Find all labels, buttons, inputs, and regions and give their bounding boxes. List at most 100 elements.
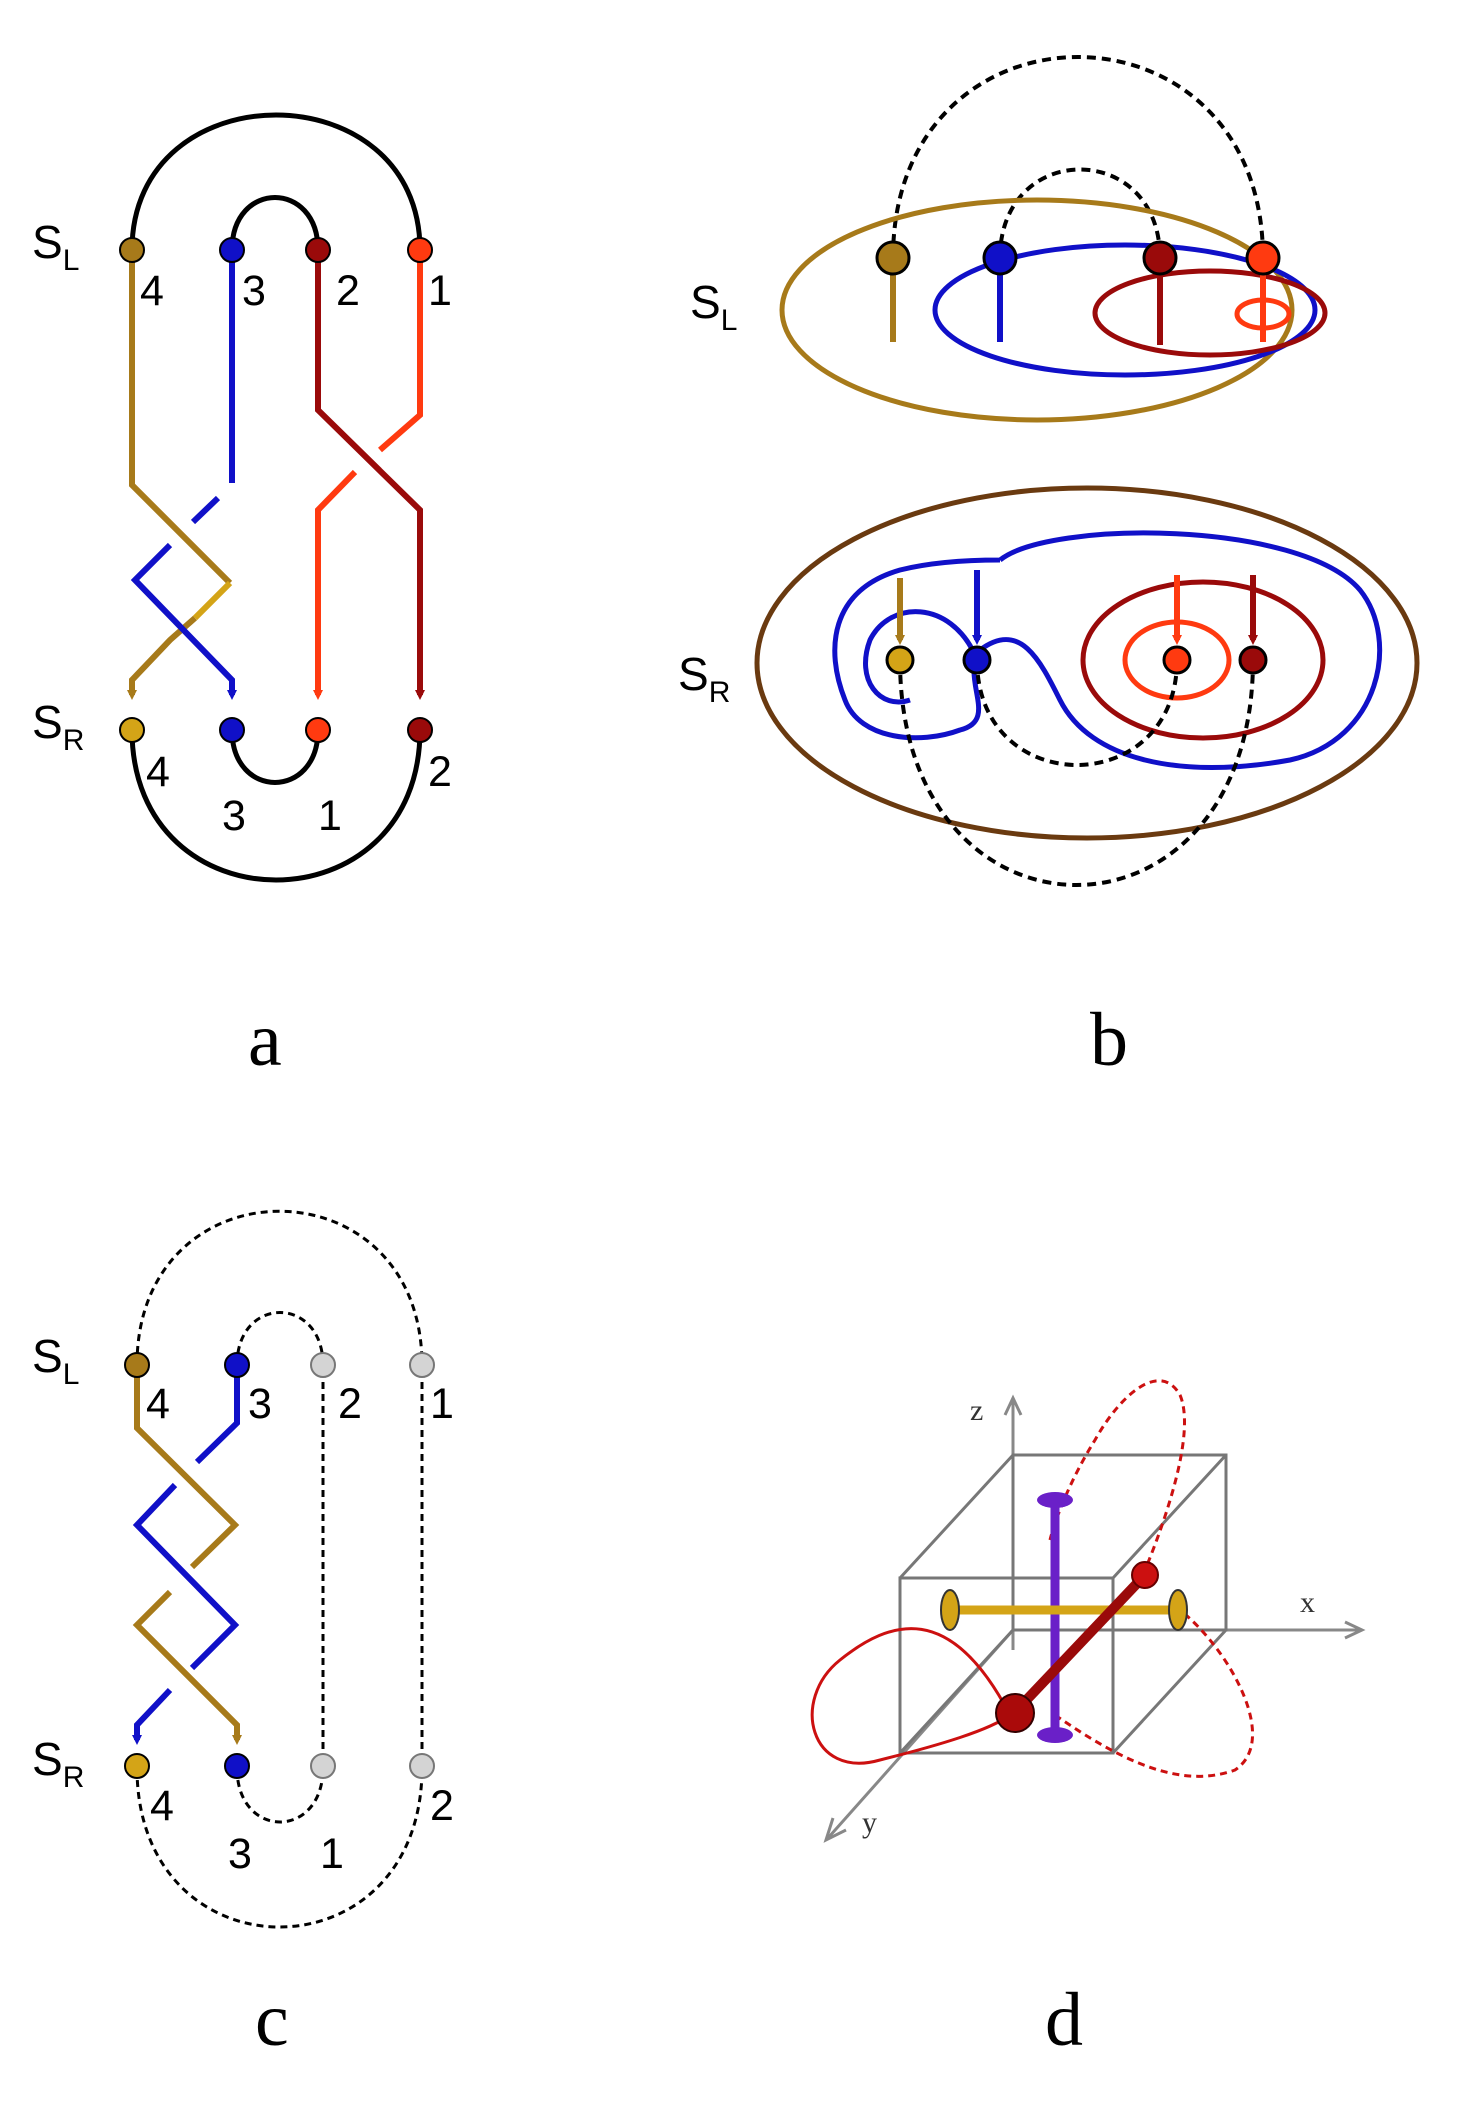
panel-a: SL SR 4 3 2 1 4 3 1 2 a	[32, 112, 452, 1082]
red-ring-left-solid	[810, 1627, 1012, 1765]
axis-label-y: y	[862, 1806, 877, 1839]
c-label-top-1: 1	[430, 1380, 454, 1428]
c-node-top-1	[409, 1352, 435, 1378]
c-node-bottom-3	[224, 1753, 250, 1779]
strand-3-blue-lower	[130, 542, 237, 700]
red-ring-right-dashed	[1054, 1608, 1255, 1778]
sr-node-red	[1162, 645, 1192, 675]
c-label-bottom-3: 3	[228, 1830, 252, 1878]
c-label-top-4: 4	[146, 1380, 170, 1428]
c-strand-blue-top	[194, 1368, 240, 1465]
sr-blue-inner	[863, 609, 978, 705]
sl-darkred-ellipse	[1092, 268, 1328, 358]
c-label-bottom-4: 4	[150, 1782, 174, 1830]
c-strand-gold-lower	[132, 1589, 242, 1745]
node-top-3	[219, 237, 245, 263]
c-node-top-3	[224, 1352, 250, 1378]
gold-cap-left	[940, 1589, 960, 1631]
sl-node-darkred	[1142, 240, 1178, 276]
label-bottom-2: 2	[428, 748, 452, 796]
sr-blue-loop	[832, 530, 1382, 770]
c-strand-blue-mid	[132, 1482, 240, 1671]
node-top-2	[305, 237, 331, 263]
dashed-arc-inner-top	[998, 167, 1162, 259]
sr-darkred-ellipse	[1080, 579, 1326, 741]
sl-blue-ellipse	[932, 242, 1318, 378]
c-dashed-outer-top	[135, 1209, 424, 1366]
red-ring-top-dashed	[1048, 1379, 1187, 1576]
caption-c: c	[255, 1978, 289, 2062]
c-node-top-4	[124, 1352, 150, 1378]
strand-4-gold	[129, 255, 233, 586]
c-node-bottom-2	[409, 1753, 435, 1779]
label-top-3: 3	[242, 267, 266, 315]
dashed-arc-outer-bottom	[898, 659, 1255, 887]
sphere-label-b-left: SL	[690, 276, 737, 337]
sr-brown-ellipse	[754, 485, 1420, 841]
label-top-2: 2	[336, 267, 360, 315]
sphere-label-left: SL	[32, 216, 79, 277]
strand-3-blue-mid	[190, 495, 221, 525]
purple-cap-top	[1037, 1492, 1073, 1508]
c-node-top-2	[310, 1352, 336, 1378]
axis-label-z: z	[970, 1394, 983, 1427]
axis-label-x: x	[1300, 1586, 1315, 1619]
label-top-4: 4	[140, 267, 164, 315]
strand-1-red	[378, 255, 423, 453]
label-bottom-1: 1	[318, 792, 342, 840]
dashed-arc-outer-top	[891, 55, 1265, 259]
sl-gold-ellipse	[779, 197, 1295, 423]
c-dashed-outer-bottom	[135, 1767, 424, 1929]
node-bottom-2	[407, 717, 433, 743]
caption-a: a	[248, 998, 282, 1082]
sphere-label-c-right: SR	[32, 1733, 84, 1794]
strand-1-red-lower	[313, 469, 358, 700]
outer-arc-top	[129, 112, 423, 251]
outer-arc-bottom	[129, 729, 423, 883]
sl-node-blue	[982, 240, 1018, 276]
node-top-4	[119, 237, 145, 263]
c-node-bottom-4	[124, 1753, 150, 1779]
strand-2-darkred	[315, 255, 425, 700]
node-top-1	[407, 237, 433, 263]
c-strand-gold-top	[134, 1368, 240, 1570]
purple-cap-bottom	[1037, 1727, 1073, 1743]
sl-node-red	[1245, 240, 1281, 276]
darkred-rod	[1011, 1571, 1149, 1716]
caption-b: b	[1090, 998, 1128, 1082]
strand-4-gold-highlight	[192, 580, 233, 621]
c-strand-blue-lower	[132, 1687, 173, 1745]
c-node-bottom-1	[310, 1753, 336, 1779]
inner-arc-top	[229, 195, 321, 251]
cube	[898, 1453, 1228, 1755]
darkred-ball-large	[995, 1693, 1035, 1733]
label-top-1: 1	[428, 267, 452, 315]
sr-node-blue	[962, 645, 992, 675]
panel-b: SL SR b	[678, 55, 1420, 1082]
node-bottom-3	[219, 717, 245, 743]
node-bottom-4	[119, 717, 145, 743]
gold-cap-right	[1168, 1589, 1188, 1631]
c-label-top-3: 3	[248, 1380, 272, 1428]
c-label-bottom-2: 2	[430, 1782, 454, 1830]
caption-d: d	[1045, 1978, 1083, 2062]
sphere-label-right: SR	[32, 696, 84, 757]
sl-node-gold	[875, 240, 911, 276]
label-bottom-3: 3	[222, 792, 246, 840]
node-bottom-1	[305, 717, 331, 743]
dashed-arc-inner-bottom	[975, 659, 1179, 767]
c-dashed-inner-top	[235, 1311, 325, 1366]
c-label-top-2: 2	[338, 1380, 362, 1428]
sr-node-gold	[885, 645, 915, 675]
sphere-label-b-right: SR	[678, 648, 730, 709]
c-label-bottom-1: 1	[320, 1830, 344, 1878]
panel-d: z x y d	[810, 1379, 1366, 2062]
panel-c: SL SR 4 3 2 1 4 3 1 2 c	[32, 1209, 454, 2062]
darkred-ball-small	[1131, 1561, 1159, 1589]
sphere-label-c-left: SL	[32, 1330, 79, 1391]
label-bottom-4: 4	[146, 748, 170, 796]
inner-arc-bottom	[229, 729, 321, 785]
sr-node-darkred	[1238, 645, 1268, 675]
c-dashed-inner-bottom	[235, 1767, 325, 1824]
